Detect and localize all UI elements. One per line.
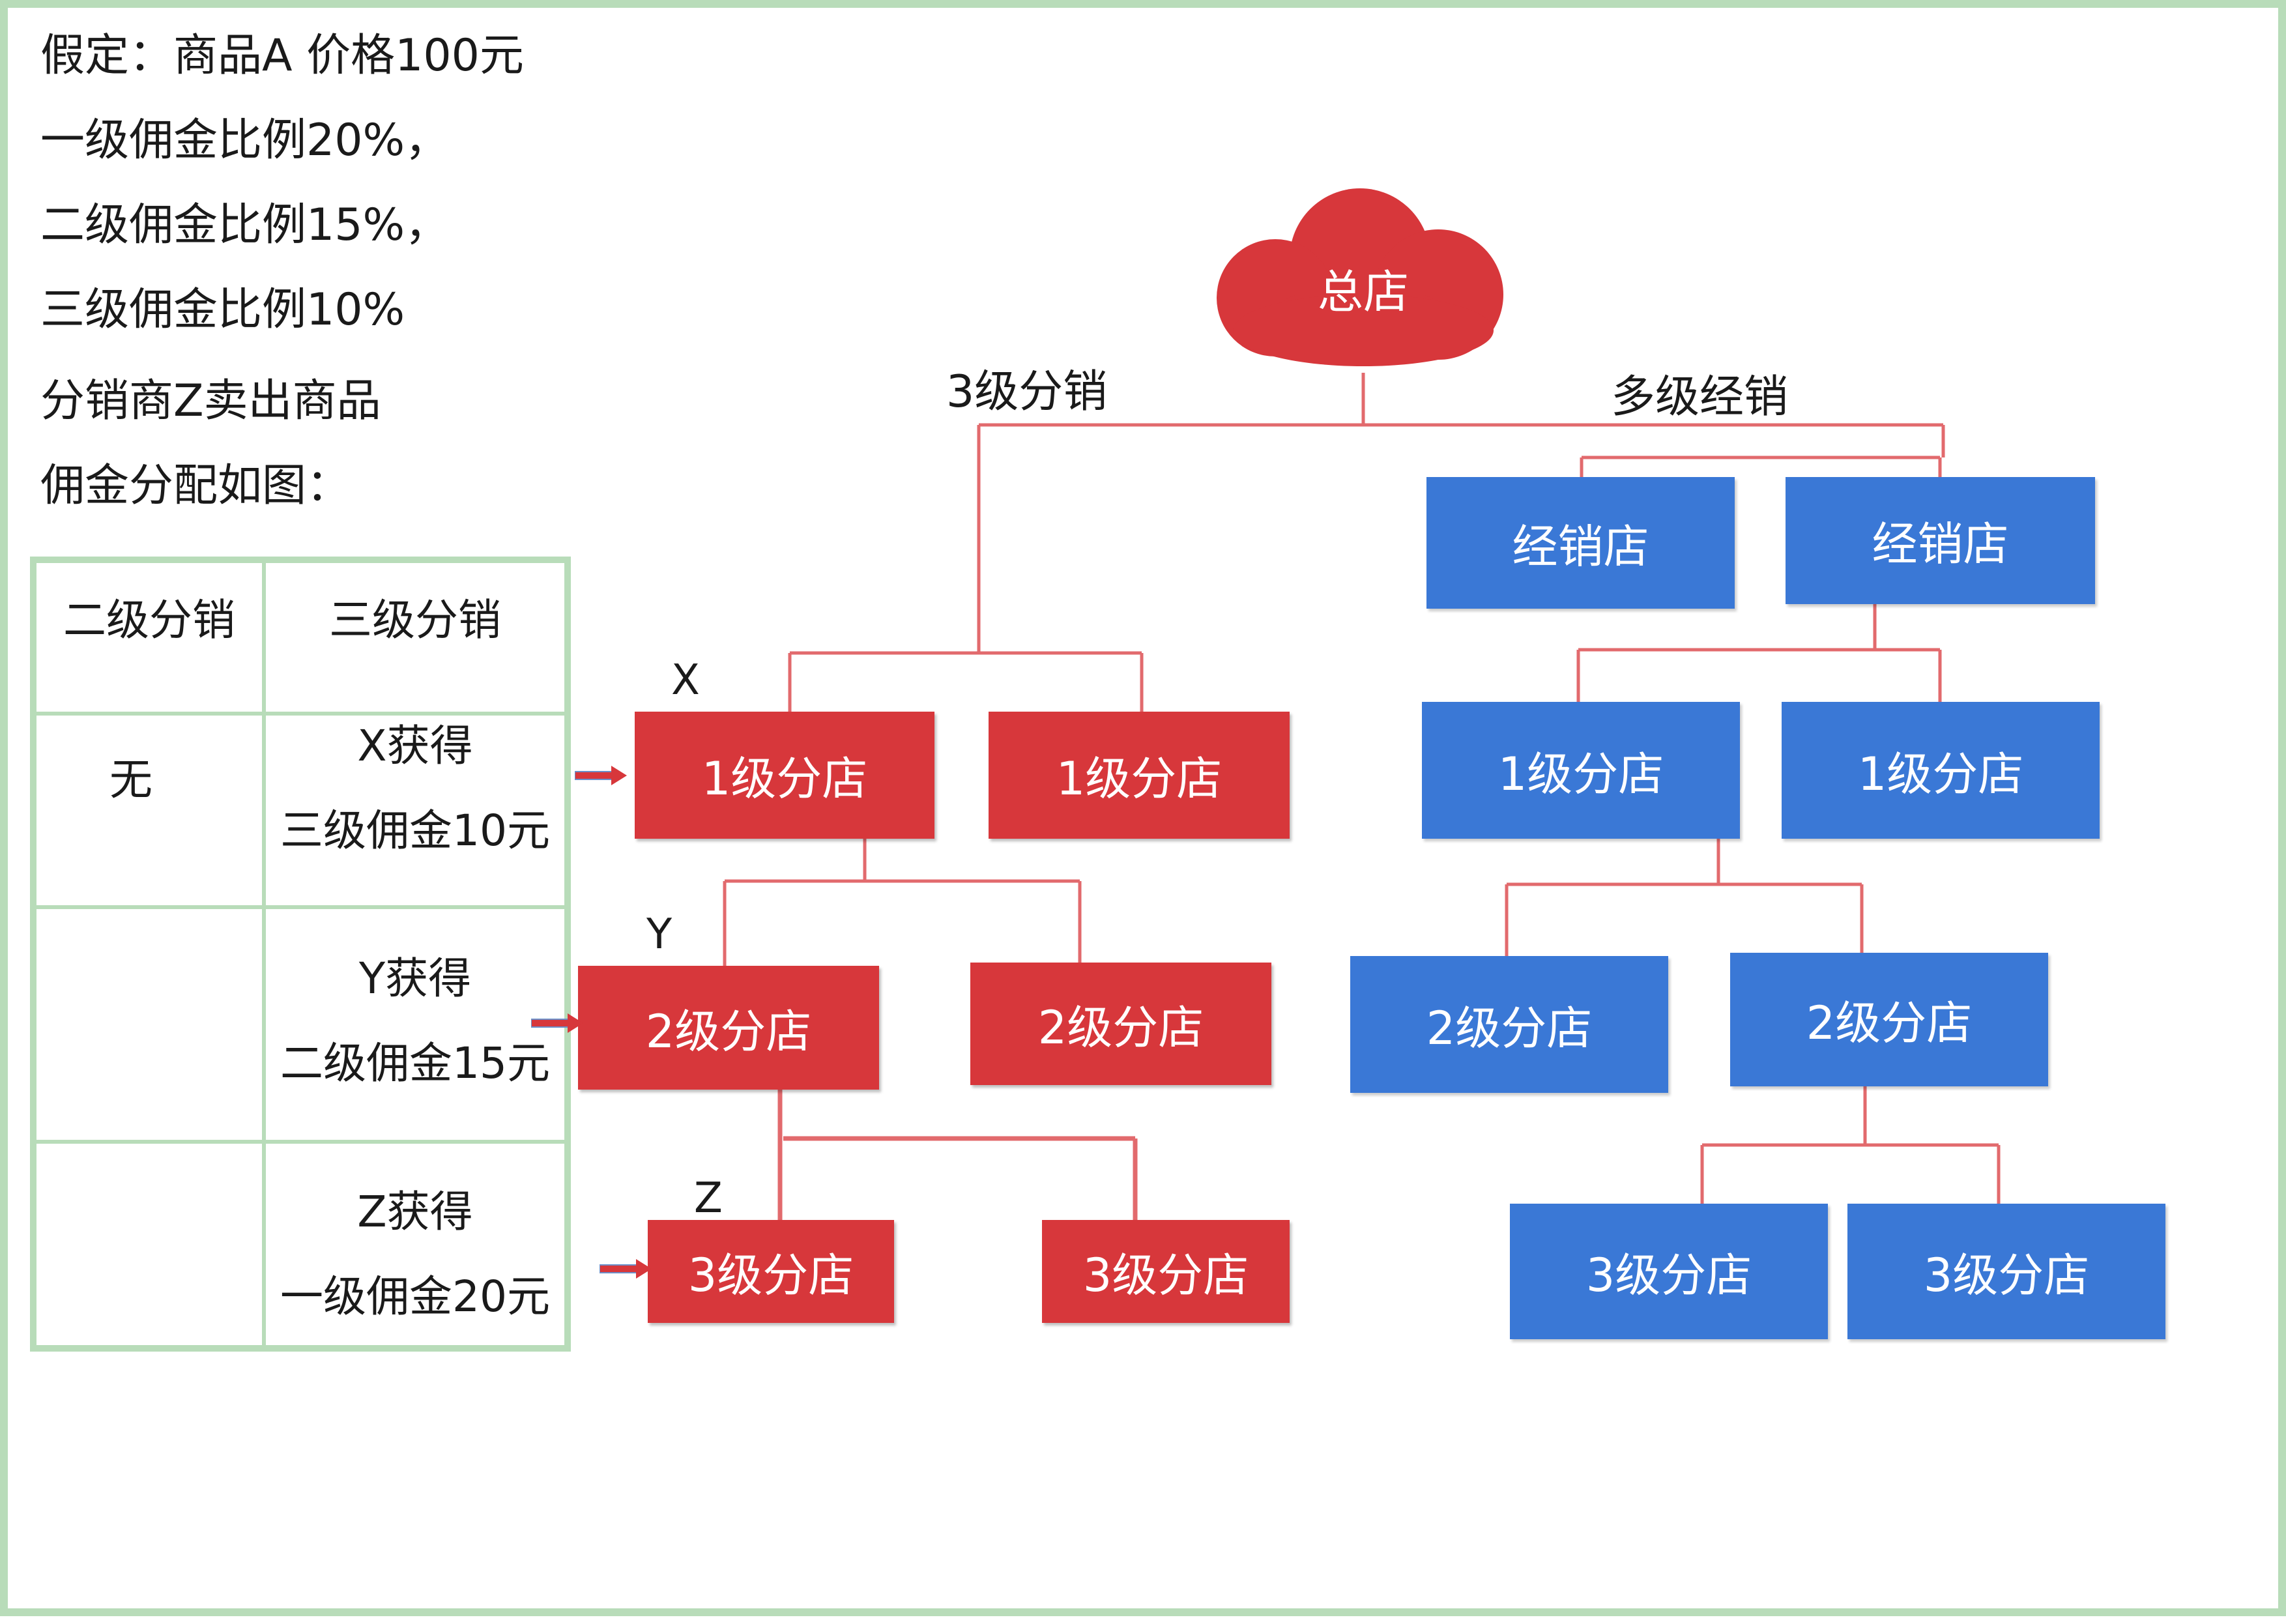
letter-z: Z (694, 1174, 723, 1223)
commission-table: 二级分销 三级分销 无 X获得 三级佣金10元 Y获得 二级佣金15元 Z获得 … (30, 557, 571, 1352)
connector-lines (723, 373, 2001, 1220)
blue-level1-store-2: 1级分店 (1782, 702, 2100, 839)
headquarters-label: 总店 (1318, 265, 1409, 319)
red-level3-store: 3级分店 (1042, 1220, 1290, 1323)
blue-dealer-store-2: 经销店 (1786, 477, 2095, 604)
table-header-level3: 三级分销 (329, 595, 501, 645)
blue-level3-store-2: 3级分店 (1847, 1204, 2165, 1339)
table-row1-line1: X获得 (357, 721, 473, 771)
table-row1-col1: 无 (109, 755, 152, 805)
intro-line-4: 三级佣金比例10% (40, 284, 405, 336)
intro-line-1: 假定：商品A 价格100元 (40, 30, 524, 81)
arrow-right-icon (575, 766, 627, 785)
table-row3-line2: 一级佣金20元 (280, 1271, 550, 1322)
table-row2-line2: 二级佣金15元 (280, 1038, 550, 1088)
intro-line-3: 二级佣金比例15%， (40, 199, 450, 251)
blue-level1-store-1: 1级分店 (1422, 702, 1740, 839)
blue-level2-store-2: 2级分店 (1730, 953, 2048, 1086)
blue-level3-store-1: 3级分店 (1510, 1204, 1828, 1339)
intro-line-5: 分销商Z卖出商品 (40, 375, 381, 427)
letter-x: X (671, 656, 700, 704)
red-level1-store: 1级分店 (989, 712, 1290, 839)
table-header-level2: 二级分销 (63, 595, 235, 645)
red-level3-store-z: 3级分店 (648, 1220, 894, 1323)
blue-level2-store-1: 2级分店 (1350, 956, 1668, 1093)
multi-level-dealer-label: 多级经销 (1611, 371, 1789, 423)
red-level2-store: 2级分店 (970, 963, 1271, 1085)
intro-line-2: 一级佣金比例20%， (40, 115, 450, 166)
three-level-distribution-label: 3级分销 (946, 366, 1108, 418)
red-level1-store-x: 1级分店 (635, 712, 934, 839)
arrow-right-icon (600, 1259, 652, 1279)
intro-line-6: 佣金分配如图： (40, 460, 351, 512)
arrow-right-icon (531, 1013, 583, 1033)
letter-y: Y (646, 910, 673, 959)
table-row1-line2: 三级佣金10元 (280, 805, 550, 856)
red-level2-store-y: 2级分店 (578, 966, 879, 1090)
cloud-icon (1217, 188, 1503, 366)
blue-dealer-store-1: 经销店 (1426, 477, 1735, 609)
headquarters-cloud: 总店 (1213, 184, 1513, 379)
table-row3-line1: Z获得 (357, 1187, 473, 1237)
table-row2-line1: Y获得 (358, 953, 472, 1004)
